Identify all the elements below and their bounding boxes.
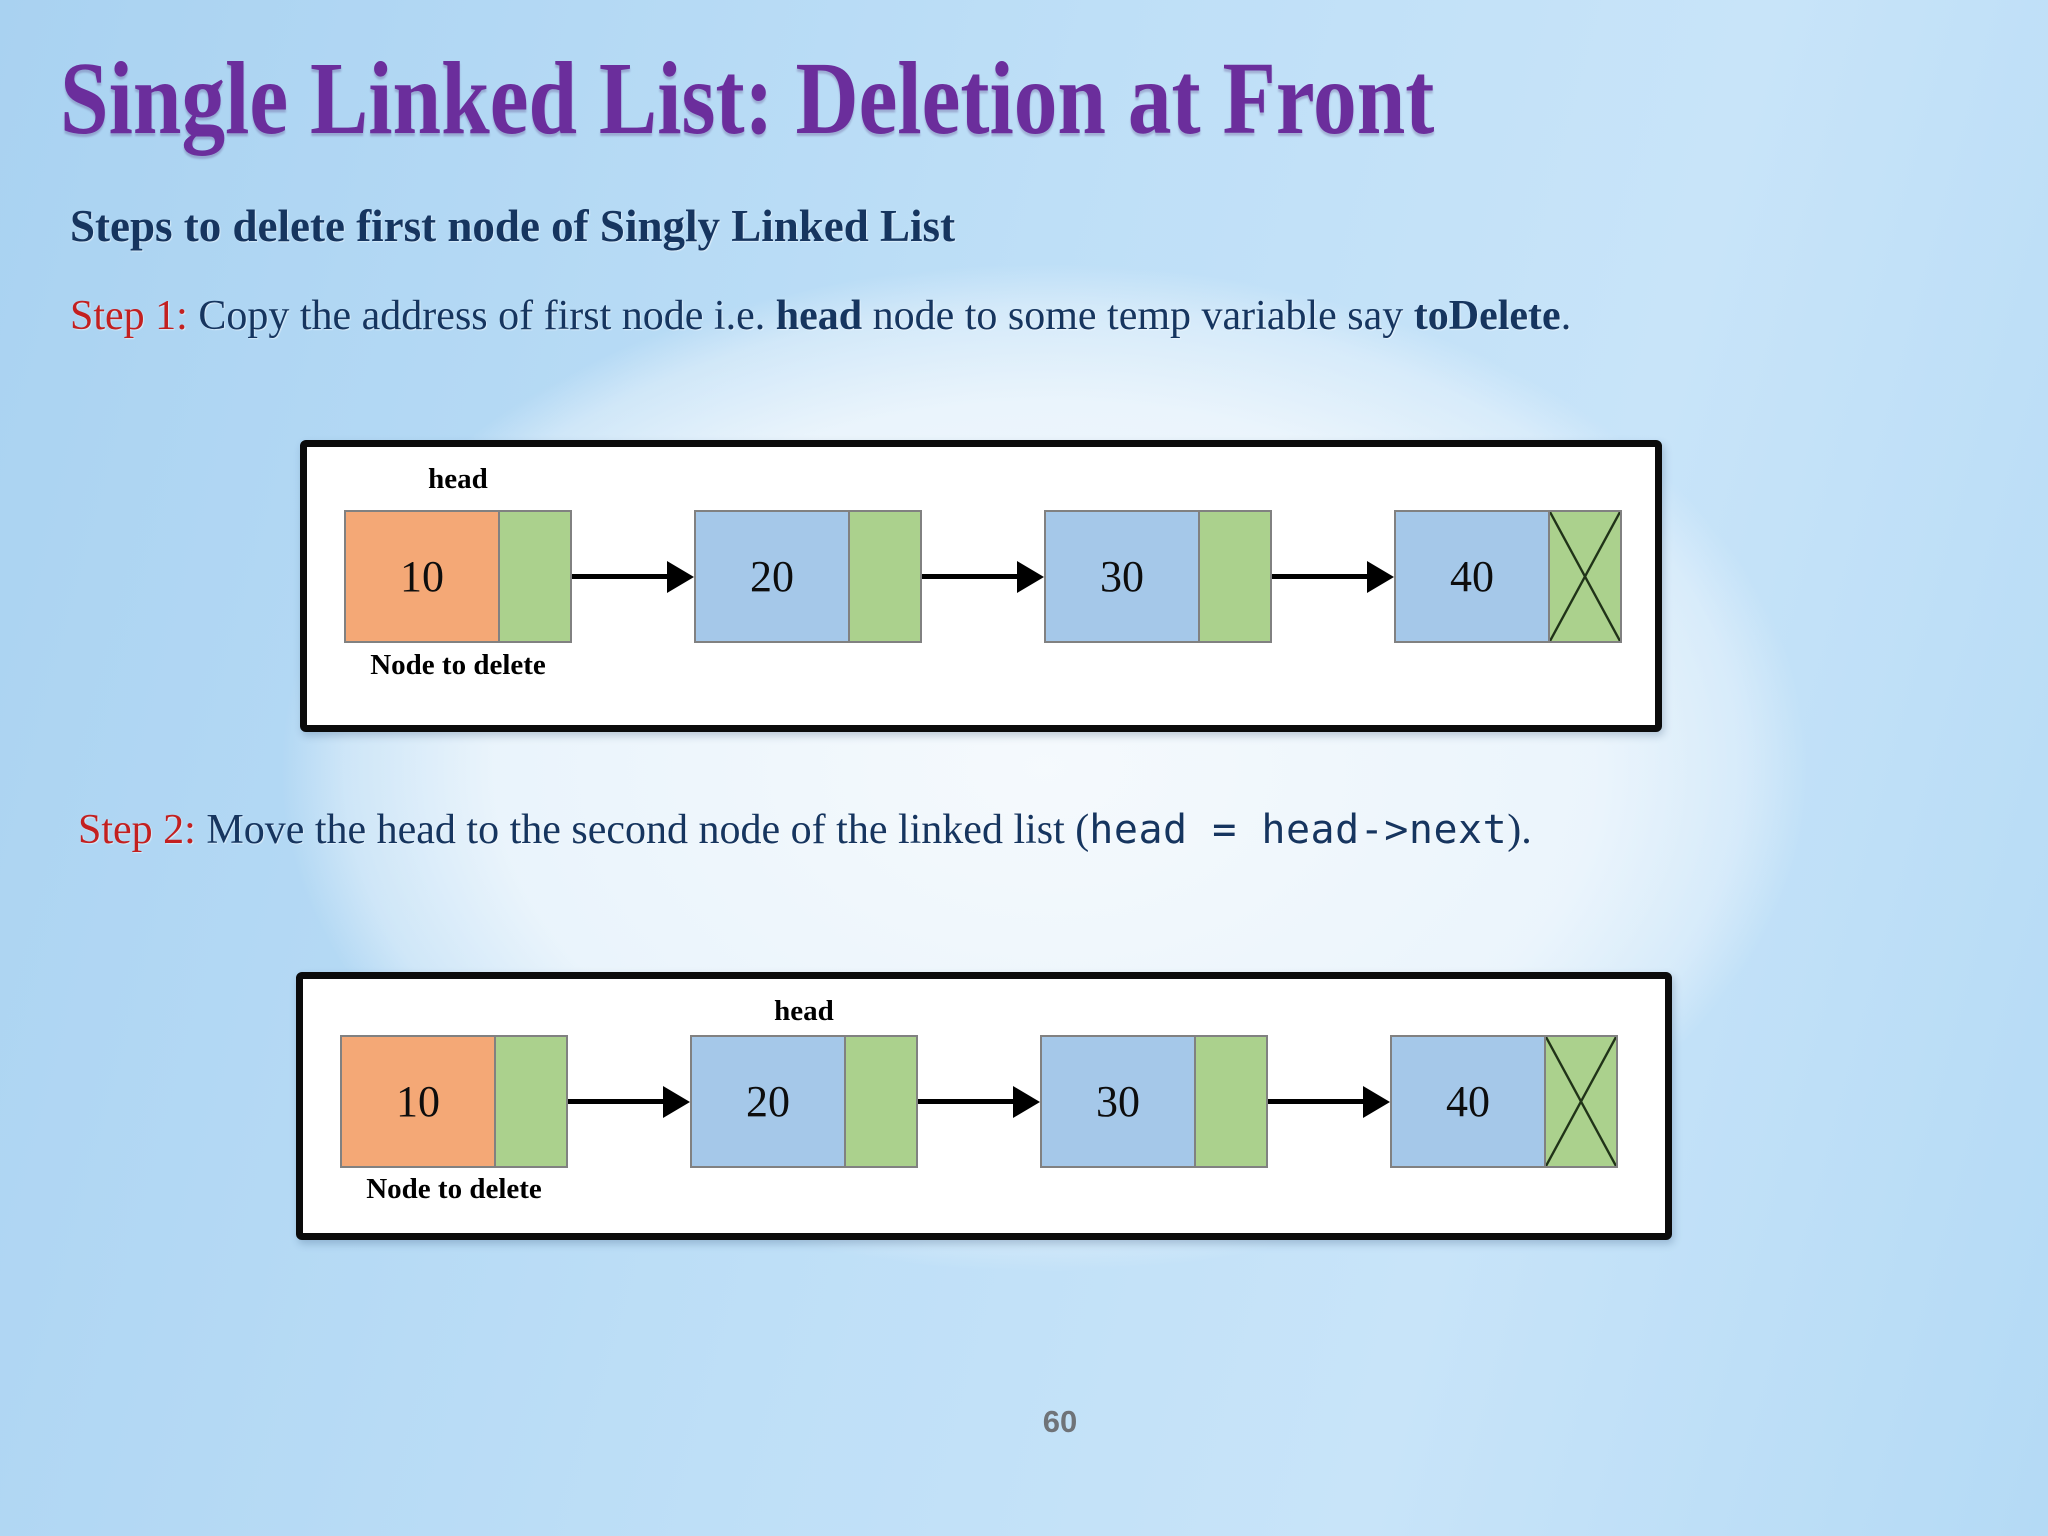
step1-keyword-head: head	[775, 293, 863, 339]
arrow-shaft	[1268, 1099, 1363, 1104]
list-node-40: 40	[1394, 510, 1622, 643]
node-40-next-pointer-null	[1548, 512, 1620, 641]
node-40-value: 40	[1392, 1037, 1544, 1166]
arrow-head-icon	[1017, 560, 1044, 593]
arrow-shaft	[922, 574, 1017, 579]
diagram-step2: head 10 20 30 40 Node	[296, 972, 1672, 1240]
node-10-value: 10	[346, 512, 498, 641]
list-node-30: 30	[1040, 1035, 1268, 1168]
node-30-next-pointer	[1194, 1037, 1266, 1166]
node-10-next-pointer	[494, 1037, 566, 1166]
list-node-20: 20	[690, 1035, 918, 1168]
step2-part2: ).	[1507, 807, 1532, 853]
slide-title: Single Linked List: Deletion at Front	[60, 41, 1435, 156]
next-arrow	[1272, 560, 1394, 594]
arrow-head-icon	[1367, 560, 1394, 593]
step2-label: Step 2:	[78, 807, 196, 853]
arrow-shaft	[572, 574, 667, 579]
node-40-next-pointer-null	[1544, 1037, 1616, 1166]
step1-keyword-todelete: toDelete	[1413, 293, 1561, 339]
list-node-10: 10	[344, 510, 572, 643]
arrow-head-icon	[667, 560, 694, 593]
step1-text: Step 1: Copy the address of first node i…	[70, 292, 1571, 340]
node-20-next-pointer	[844, 1037, 916, 1166]
next-arrow	[1268, 1085, 1390, 1119]
head-pointer-label: head	[428, 463, 488, 495]
node-to-delete-label: Node to delete	[366, 1173, 542, 1205]
node-20-value: 20	[692, 1037, 844, 1166]
linked-list-row: 10 20 30 40	[340, 1035, 1618, 1168]
head-pointer-label: head	[774, 995, 834, 1027]
node-10-value: 10	[342, 1037, 494, 1166]
arrow-shaft	[1272, 574, 1367, 579]
node-10-next-pointer	[498, 512, 570, 641]
linked-list-row: 10 20 30 40	[344, 510, 1622, 643]
list-node-40: 40	[1390, 1035, 1618, 1168]
null-cross-icon	[1550, 512, 1620, 641]
next-arrow	[922, 560, 1044, 594]
arrow-shaft	[918, 1099, 1013, 1104]
node-30-value: 30	[1046, 512, 1198, 641]
null-cross-icon	[1546, 1037, 1616, 1166]
next-arrow	[918, 1085, 1040, 1119]
diagram-step1: head 10 20 30 40 Node	[300, 440, 1662, 732]
node-20-value: 20	[696, 512, 848, 641]
node-20-next-pointer	[848, 512, 920, 641]
step1-part1: Copy the address of first node i.e.	[187, 293, 776, 339]
page-number: 60	[1042, 1404, 1078, 1439]
arrow-shaft	[568, 1099, 663, 1104]
node-to-delete-label: Node to delete	[370, 649, 546, 681]
arrow-head-icon	[663, 1085, 690, 1118]
step2-part1: Move the head to the second node of the …	[195, 807, 1090, 853]
next-arrow	[572, 560, 694, 594]
step1-part3: .	[1560, 293, 1572, 339]
arrow-head-icon	[1363, 1085, 1390, 1118]
node-40-value: 40	[1396, 512, 1548, 641]
step2-text: Step 2: Move the head to the second node…	[78, 806, 1532, 854]
arrow-head-icon	[1013, 1085, 1040, 1118]
next-arrow	[568, 1085, 690, 1119]
step2-code: head = head->next	[1089, 807, 1508, 853]
list-node-10: 10	[340, 1035, 568, 1168]
list-node-30: 30	[1044, 510, 1272, 643]
node-30-value: 30	[1042, 1037, 1194, 1166]
list-node-20: 20	[694, 510, 922, 643]
slide-subtitle: Steps to delete first node of Singly Lin…	[70, 201, 956, 251]
node-30-next-pointer	[1198, 512, 1270, 641]
step1-label: Step 1:	[70, 293, 188, 339]
step1-part2: node to some temp variable say	[862, 293, 1414, 339]
